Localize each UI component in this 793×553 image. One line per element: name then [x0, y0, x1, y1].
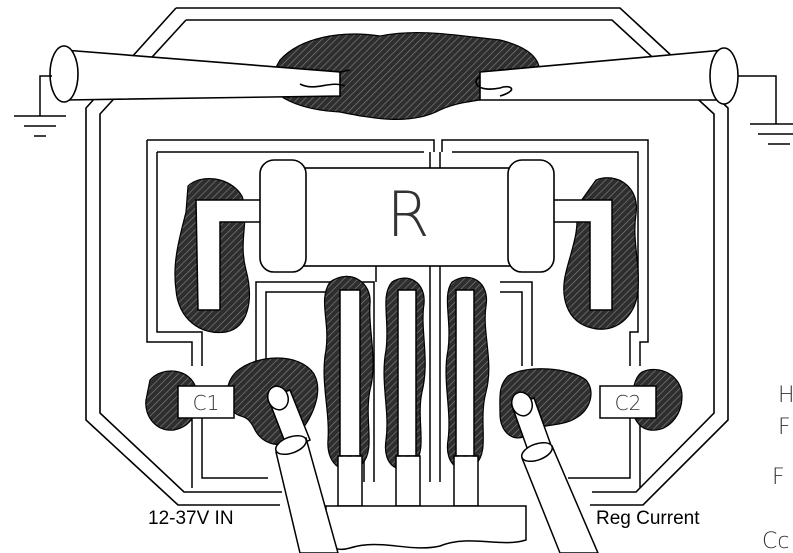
cap-c2 [599, 385, 657, 419]
ground-symbol-left [14, 75, 66, 137]
cap-c2-label: C2 [615, 391, 642, 415]
board-traces [146, 139, 649, 488]
output-current-label: Reg Current [596, 508, 700, 529]
regulator-pin-out [455, 289, 475, 457]
resistor-cap-right [507, 159, 555, 273]
edge-text-1: H [778, 383, 793, 408]
regulator-pin-adj [397, 289, 417, 457]
regulator-body [325, 505, 527, 551]
input-voltage-label: 12-37V IN [148, 508, 234, 529]
ground-symbol-right [738, 75, 793, 145]
resistor [259, 159, 555, 273]
output-cable [510, 391, 599, 553]
edge-text-2: F [778, 415, 791, 440]
top-cable-left [49, 45, 351, 103]
regulator-pin-in [339, 289, 361, 457]
cap-c1 [177, 385, 235, 419]
input-cable [266, 385, 339, 553]
resistor-cap-left [259, 159, 307, 273]
edge-text-3: F [772, 465, 785, 490]
top-cable-right [475, 47, 739, 105]
edge-text-4: Cc [762, 529, 789, 553]
resistor-label: R [386, 178, 429, 251]
cap-c1-label: C1 [193, 391, 220, 415]
regulator-pins [337, 289, 479, 507]
